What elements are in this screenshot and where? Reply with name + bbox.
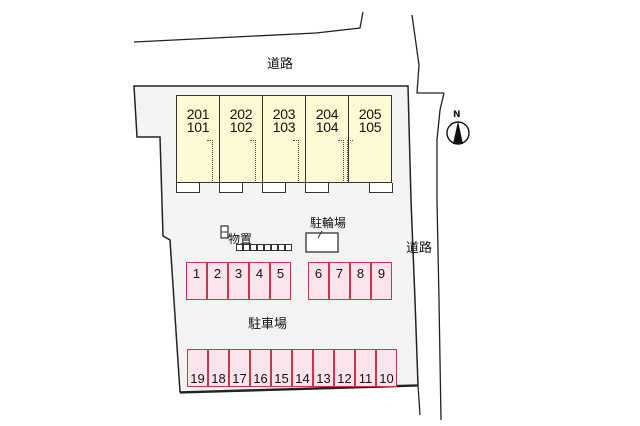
porch [176, 183, 200, 193]
parking-space-9: 9 [371, 262, 392, 300]
parking-space-4: 4 [249, 262, 270, 300]
stair-path [347, 140, 353, 181]
east-road-label: 道路 [406, 241, 433, 256]
north-road-label: 道路 [267, 57, 294, 72]
parking-space-6: 6 [308, 262, 329, 300]
unit-upper-number: 202 [229, 106, 253, 122]
unit-lower-number: 101 [186, 119, 210, 135]
parking-space-14: 14 [292, 349, 313, 387]
parking-space-11: 11 [355, 349, 376, 387]
parking-space-13: 13 [313, 349, 334, 387]
unit-lower-number: 104 [315, 119, 339, 135]
storage-label: 物置 [228, 232, 253, 246]
parking-space-17: 17 [229, 349, 250, 387]
unit-upper-number: 203 [272, 106, 296, 122]
unit-upper-number: 205 [358, 106, 382, 122]
east-road-edge [436, 92, 445, 421]
porch [219, 183, 243, 193]
unit-lower-number: 103 [272, 119, 296, 135]
parking-space-3: 3 [228, 262, 249, 300]
parking-space-15: 15 [271, 349, 292, 387]
stair-path [293, 140, 299, 181]
parking-space-18: 18 [208, 349, 229, 387]
compass-north-label: N [453, 110, 461, 120]
porch [369, 183, 393, 193]
parking-space-7: 7 [329, 262, 350, 300]
parking-space-19: 19 [187, 349, 208, 387]
unit-lower-number: 105 [358, 119, 382, 135]
parking-space-8: 8 [350, 262, 371, 300]
parking-space-10: 10 [376, 349, 397, 387]
porch [262, 183, 286, 193]
parking-space-1: 1 [186, 262, 207, 300]
parking-space-5: 5 [270, 262, 291, 300]
stair-path [207, 140, 213, 181]
unit-upper-number: 201 [186, 106, 210, 122]
stair-path [338, 140, 344, 181]
parking-label: 駐車場 [248, 317, 288, 332]
stair-path [250, 140, 256, 181]
bicycle-parking-label: 駐輪場 [310, 216, 347, 230]
unit-lower-number: 102 [229, 119, 253, 135]
parking-space-2: 2 [207, 262, 228, 300]
parking-space-12: 12 [334, 349, 355, 387]
east-road-edge-outer [411, 14, 444, 94]
north-road-edge [133, 11, 364, 43]
bicycle-parking-area [305, 232, 339, 253]
unit-upper-number: 204 [315, 106, 339, 122]
porch [305, 183, 329, 193]
parking-space-16: 16 [250, 349, 271, 387]
north-arrow-icon [446, 121, 470, 145]
